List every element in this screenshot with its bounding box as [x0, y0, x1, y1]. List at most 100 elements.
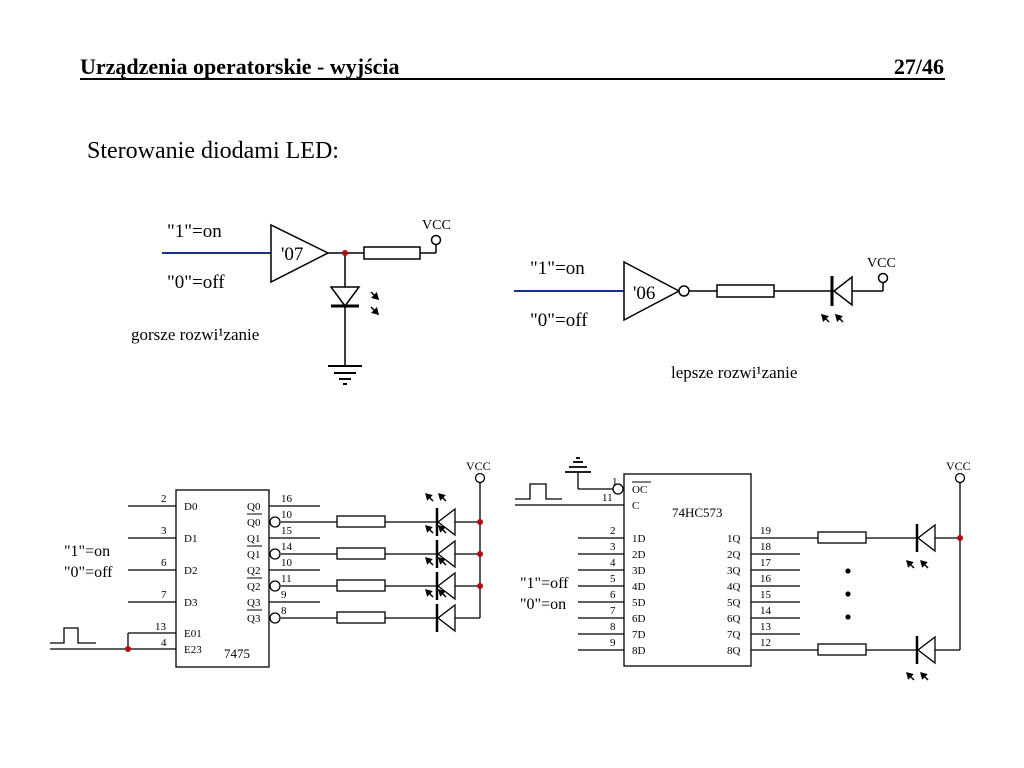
pin-number: 7	[161, 589, 167, 601]
pin-name: Q2	[247, 565, 260, 577]
resistor	[817, 643, 867, 656]
pin-name: 2Q	[727, 549, 741, 561]
pin-name: Q1	[247, 533, 260, 545]
led-diode	[830, 275, 853, 307]
pin-name: Q3	[247, 597, 261, 609]
pin-name: E01	[184, 628, 202, 640]
clock-pulse	[515, 483, 562, 500]
pin-number: 7	[610, 605, 616, 617]
pin-number: 3	[161, 525, 167, 537]
chip-label: '07	[281, 244, 303, 265]
pin-number: 16	[281, 493, 293, 505]
pin-name: C	[632, 500, 639, 512]
pin-name: 7D	[632, 629, 646, 641]
vcc-label: VCC	[867, 256, 896, 271]
continuation-dots	[845, 568, 851, 620]
pin-number: 17	[760, 557, 772, 569]
pin-number: 9	[610, 637, 616, 649]
pin-number: 14	[760, 605, 772, 617]
input-low-label: "0"=off	[64, 564, 113, 581]
pin-name: OC	[632, 484, 647, 496]
resistor	[363, 246, 421, 260]
pin-number: 2	[610, 525, 616, 537]
pin-name: 5D	[632, 597, 646, 609]
circuit-74hc573-latch	[515, 457, 966, 681]
vcc-label: VCC	[422, 218, 451, 233]
pin-number: 6	[161, 557, 167, 569]
pin-number: 18	[760, 541, 772, 553]
pin-name: D0	[184, 501, 198, 513]
pin-name: Q2	[247, 581, 260, 593]
pin-name: 6Q	[727, 613, 741, 625]
pin-name: Q0	[247, 517, 261, 529]
page-number: 27/46	[893, 54, 944, 79]
pin-number: 2	[161, 493, 167, 505]
pin-name: 7Q	[727, 629, 741, 641]
pin-name: Q1	[247, 549, 260, 561]
pin-number: 9	[281, 589, 287, 601]
junction-dot	[957, 535, 963, 541]
pin-number: 16	[760, 573, 772, 585]
junction-dot	[342, 250, 348, 256]
caption-worse: gorsze rozwi¹zanie	[131, 325, 259, 344]
circuit-open-collector-07	[162, 223, 442, 385]
junction-dot	[477, 583, 483, 589]
input-high-label: "1"=on	[167, 221, 222, 242]
pin-number: 13	[760, 621, 772, 633]
ground-symbol	[328, 365, 362, 385]
pin-number: 5	[610, 573, 616, 585]
pin-labels-74hc573: 1 11 OC C 2 3 4 5 6 7 8 9 1D 2D 3D 4D 5D…	[602, 476, 772, 657]
pin-number: 11	[281, 573, 292, 585]
pin-number: 6	[610, 589, 616, 601]
pin-number: 15	[760, 589, 772, 601]
pin-name: 4D	[632, 581, 646, 593]
pin-name: 6D	[632, 613, 646, 625]
led-diode	[329, 286, 361, 308]
header-divider	[80, 78, 945, 80]
circuit-7475-latch	[50, 472, 486, 668]
clock-pulse	[50, 627, 96, 644]
chip-label: 74HC573	[672, 505, 723, 520]
pin-name: D1	[184, 533, 197, 545]
resistor	[336, 611, 386, 624]
pin-name: D3	[184, 597, 198, 609]
pin-name: 1Q	[727, 533, 741, 545]
input-high-label: "1"=on	[64, 543, 110, 560]
pin-name: D2	[184, 565, 197, 577]
resistor	[336, 547, 386, 560]
pin-name: 4Q	[727, 581, 741, 593]
input-low-label: "0"=off	[530, 310, 588, 331]
circuit-inverter-06	[514, 260, 889, 323]
pin-name: 2D	[632, 549, 646, 561]
pin-number: 3	[610, 541, 616, 553]
chip-74hc573-body	[623, 473, 752, 667]
pin-name: 1D	[632, 533, 646, 545]
input-high-label: "1"=off	[520, 575, 569, 592]
pin-number: 4	[161, 637, 167, 649]
overbars-7475	[247, 513, 262, 611]
resistor	[336, 515, 386, 528]
pin-number: 4	[610, 557, 616, 569]
vcc-terminal	[430, 234, 442, 246]
chip-label: '06	[633, 283, 655, 304]
vcc-label: VCC	[466, 459, 491, 473]
pin-name: Q3	[247, 613, 261, 625]
pin-number: 8	[281, 605, 287, 617]
resistor	[336, 579, 386, 592]
light-emission-arrows	[821, 314, 844, 323]
pin-number: 10	[281, 509, 293, 521]
pin-number: 13	[155, 621, 167, 633]
pin-number: 19	[760, 525, 772, 537]
inverter-06-gate	[623, 260, 681, 322]
ground-symbol	[565, 457, 591, 473]
pin-name: 5Q	[727, 597, 741, 609]
input-high-label: "1"=on	[530, 258, 585, 279]
pin-labels-7475: 2 3 6 7 13 4 D0 D1 D2 D3 E01 E23 Q0 Q0 Q…	[155, 493, 293, 656]
led-array	[915, 523, 936, 665]
buffer-07-gate	[270, 223, 330, 284]
pin-number: 14	[281, 541, 293, 553]
pin-name: E23	[184, 644, 202, 656]
inversion-bubble	[678, 285, 690, 297]
input-low-label: "0"=off	[167, 272, 225, 293]
